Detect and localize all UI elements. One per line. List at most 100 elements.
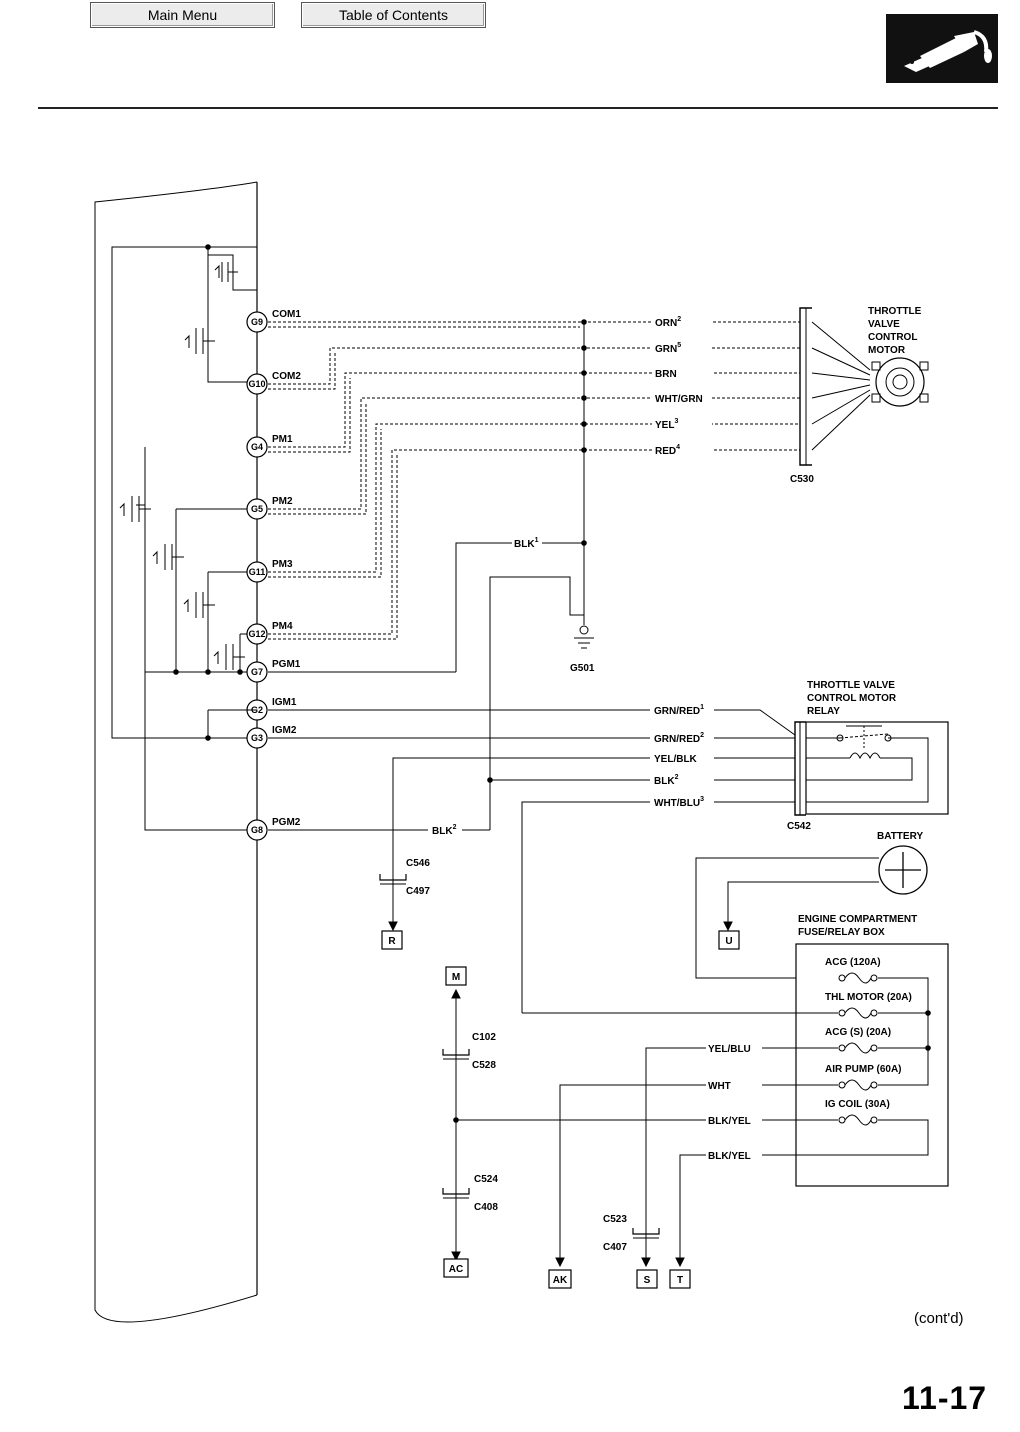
battery-label: BATTERY xyxy=(877,831,923,842)
fuse-icon xyxy=(844,1007,872,1019)
relay-wire-label: BLK2 xyxy=(654,774,679,787)
fuse-terminal xyxy=(870,1044,878,1052)
ref-label: AC xyxy=(449,1264,463,1275)
relay-wire-label: YEL/BLK xyxy=(654,754,698,765)
table-of-contents-button[interactable]: Table of Contents xyxy=(301,2,486,28)
ecm-pin-id: G3 xyxy=(251,733,263,743)
header-rule xyxy=(38,107,998,109)
fuse-icon xyxy=(844,1079,872,1091)
motor-wire-label: RED4 xyxy=(655,444,680,457)
lower-wire-label: BLK/YEL xyxy=(708,1151,751,1162)
motor-title: VALVE xyxy=(868,319,900,330)
fuse-terminal xyxy=(870,1009,878,1017)
relay-title: THROTTLE VALVE xyxy=(807,680,895,691)
fuse-icon xyxy=(844,1042,872,1054)
fuse-terminal xyxy=(838,974,846,982)
motor-wire-label: GRN5 xyxy=(655,342,681,355)
fuse-label: IG COIL (30A) xyxy=(825,1099,890,1110)
ecm-pin-id: G10 xyxy=(248,379,265,389)
ecm-pin-id: G4 xyxy=(251,442,263,452)
motor-title: CONTROL xyxy=(868,332,917,343)
connector-label: C542 xyxy=(787,821,811,832)
ecm-pin-g7 xyxy=(246,661,268,683)
motor-wire-label: YEL3 xyxy=(655,418,678,431)
fuse-terminal xyxy=(838,1116,846,1124)
ecm-pin-label: PGM2 xyxy=(272,817,301,828)
fuse-box-title: ENGINE COMPARTMENT xyxy=(798,914,917,925)
ref-box-s xyxy=(636,1269,658,1289)
ref-box-m xyxy=(445,966,467,986)
ecm-pin-g8 xyxy=(246,819,268,841)
ecm-pin-g5 xyxy=(246,498,268,520)
lower-wire-label: BLK/YEL xyxy=(708,1116,751,1127)
connector-label: C102 xyxy=(472,1032,496,1043)
main-menu-button[interactable]: Main Menu xyxy=(90,2,275,28)
ecm-pin-label: IGM2 xyxy=(272,725,297,736)
ref-box-t xyxy=(669,1269,691,1289)
fuse-label: AIR PUMP (60A) xyxy=(825,1064,902,1075)
ref-box-r xyxy=(381,930,403,950)
motor-title: THROTTLE xyxy=(868,306,922,317)
fuse-icon xyxy=(844,1114,872,1126)
fuse-terminal xyxy=(838,1044,846,1052)
motor-wire-label: ORN2 xyxy=(655,316,681,329)
relay-wire-label: GRN/RED2 xyxy=(654,732,704,745)
ref-label: S xyxy=(644,1275,651,1286)
fuse-terminal xyxy=(870,1081,878,1089)
ecm-pin-g3 xyxy=(246,727,268,749)
ground-wire-label: BLK1 xyxy=(514,537,539,550)
lower-wire-label: WHT xyxy=(708,1081,731,1092)
motor-title: MOTOR xyxy=(868,345,906,356)
connector-label: C523 xyxy=(603,1214,627,1225)
fuse-label: ACG (120A) xyxy=(825,957,881,968)
ecm-pin-id: G12 xyxy=(248,629,265,639)
fuse-terminal xyxy=(870,1116,878,1124)
ecm-pin-id: G5 xyxy=(251,504,263,514)
ref-label: AK xyxy=(553,1275,568,1286)
connector-label: C530 xyxy=(790,474,814,485)
fuse-terminal xyxy=(838,1009,846,1017)
fuse-terminal xyxy=(838,1081,846,1089)
ref-box-u xyxy=(718,930,740,950)
ecm-pin-label: PM3 xyxy=(272,559,293,570)
page-number: 11-17 xyxy=(902,1380,988,1416)
motor-wire-label: BRN xyxy=(655,369,677,380)
ecm-outline xyxy=(94,181,258,1323)
connector-label: C524 xyxy=(474,1174,498,1185)
relay-title: RELAY xyxy=(807,706,840,717)
ref-label: U xyxy=(725,936,732,947)
motor-wire-label: WHT/GRN xyxy=(655,394,703,405)
ref-label: M xyxy=(452,972,460,983)
fuel-pump-nozzle-icon xyxy=(886,14,998,83)
connector-label: C497 xyxy=(406,886,430,897)
ecm-pin-id: G11 xyxy=(249,567,266,577)
connector-label: C528 xyxy=(472,1060,496,1071)
fuse-icon xyxy=(844,972,872,984)
ecm-pin-g10 xyxy=(246,373,268,395)
relay-wire-label: WHT/BLU3 xyxy=(654,796,704,809)
ref-label: T xyxy=(677,1275,683,1286)
connector-label: C408 xyxy=(474,1202,498,1213)
relay-title: CONTROL MOTOR xyxy=(807,693,897,704)
continued-note: (cont'd) xyxy=(914,1310,964,1327)
ref-box-ac xyxy=(443,1258,469,1278)
relay-wire-label: GRN/RED1 xyxy=(654,704,704,717)
connector-label: C407 xyxy=(603,1242,627,1253)
ecm-pin-label: PM1 xyxy=(272,434,293,445)
ecm-pin-label: COM1 xyxy=(272,309,301,320)
fuse-label: THL MOTOR (20A) xyxy=(825,992,912,1003)
ecm-pin-id: G8 xyxy=(251,825,263,835)
ecm-pin-label: COM2 xyxy=(272,371,301,382)
fuse-box-title: FUSE/RELAY BOX xyxy=(798,927,885,938)
pgm2-wire-label: BLK2 xyxy=(432,824,457,837)
ecm-pin-id: G7 xyxy=(251,667,263,677)
ground-label: G501 xyxy=(570,663,595,674)
ecm-pin-g9 xyxy=(246,311,268,333)
ecm-pin-label: PM2 xyxy=(272,496,293,507)
lower-wire-label: YEL/BLU xyxy=(708,1044,751,1055)
connector-label: C546 xyxy=(406,858,430,869)
ecm-pin-g11 xyxy=(246,561,268,583)
ecm-pin-g4 xyxy=(246,436,268,458)
fuse-terminal xyxy=(870,974,878,982)
